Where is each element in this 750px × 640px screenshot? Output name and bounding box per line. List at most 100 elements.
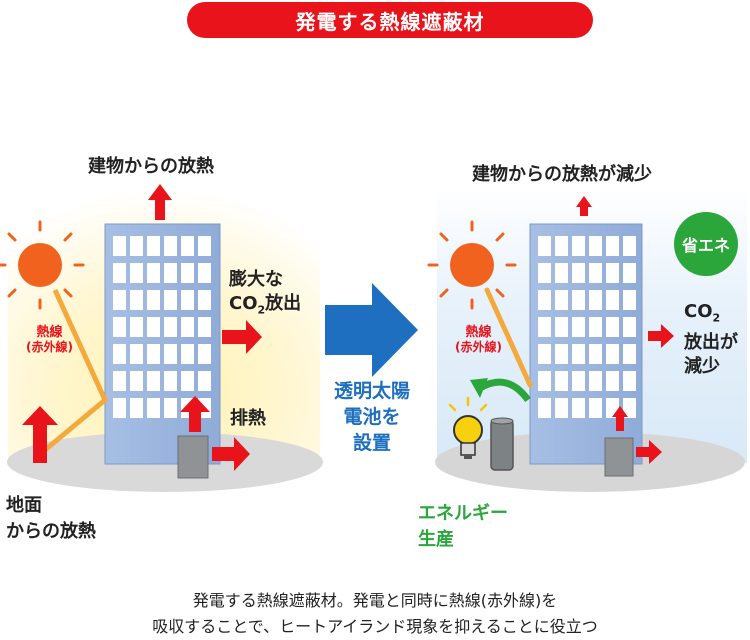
- building-window: [164, 317, 177, 337]
- page-title: 発電する熱線遮蔽材: [295, 9, 485, 34]
- building-window: [181, 236, 194, 256]
- building-window: [623, 236, 636, 256]
- building-window: [589, 398, 602, 418]
- right-arrow-co2-small: [648, 324, 674, 348]
- left-co2-label: 膨大な CO2放出: [229, 268, 301, 323]
- building-window: [555, 317, 568, 337]
- building-window: [147, 263, 160, 283]
- building-window: [623, 290, 636, 310]
- building-window: [623, 371, 636, 391]
- building-window: [147, 290, 160, 310]
- building-window: [623, 398, 636, 418]
- building-window: [555, 344, 568, 364]
- building-window: [113, 290, 126, 310]
- building-window: [538, 344, 551, 364]
- building-window: [623, 263, 636, 283]
- lightbulb-icon: [448, 396, 488, 459]
- building-window: [164, 290, 177, 310]
- building-window: [572, 263, 585, 283]
- building-window: [589, 344, 602, 364]
- building-window: [113, 371, 126, 391]
- building-window: [147, 344, 160, 364]
- building-window: [113, 344, 126, 364]
- building-window: [538, 290, 551, 310]
- building-window: [606, 290, 619, 310]
- left-exhaust-label: 排熱: [230, 408, 266, 429]
- left-panel: [0, 184, 323, 492]
- left-ground-label: 地面 からの放熱: [6, 495, 96, 542]
- building-window: [113, 317, 126, 337]
- building-window: [113, 263, 126, 283]
- building-window: [130, 398, 143, 418]
- building-window: [606, 344, 619, 364]
- building-window: [606, 371, 619, 391]
- building-window: [181, 371, 194, 391]
- building-window: [606, 263, 619, 283]
- right-sun-icon: [427, 220, 517, 310]
- building-window: [147, 317, 160, 337]
- right-building-windows: [538, 236, 636, 418]
- energy-production-label: エネルギー 生産: [418, 503, 508, 550]
- building-window: [589, 236, 602, 256]
- building-window: [113, 398, 126, 418]
- right-arrow-exhaust-small: [636, 440, 662, 464]
- building-window: [164, 236, 177, 256]
- building-window: [164, 398, 177, 418]
- building-window: [198, 290, 211, 310]
- building-window: [147, 236, 160, 256]
- middle-label: 透明太陽 電池を 設置: [333, 380, 410, 454]
- badge-label: 省エネ: [681, 236, 730, 255]
- building-window: [538, 371, 551, 391]
- building-window: [164, 263, 177, 283]
- building-window: [164, 344, 177, 364]
- building-window: [181, 317, 194, 337]
- building-window: [181, 290, 194, 310]
- building-window: [198, 371, 211, 391]
- energy-saving-badge: [674, 212, 738, 276]
- building-window: [572, 398, 585, 418]
- caption-line1: 発電する熱線遮蔽材。発電と同時に熱線(赤外線)を: [192, 591, 558, 610]
- right-building: [529, 223, 643, 465]
- up-arrow-ground: [22, 406, 58, 463]
- building-window: [572, 290, 585, 310]
- right-outdoor-unit: [604, 437, 634, 477]
- caption-line2: 吸収することで、ヒートアイランド現象を抑えることに役立つ: [152, 617, 598, 636]
- building-window: [538, 263, 551, 283]
- left-top-label: 建物からの放熱: [88, 156, 214, 177]
- caption: 発電する熱線遮蔽材。発電と同時に熱線(赤外線)を 吸収することで、ヒートアイラン…: [0, 588, 750, 640]
- building-window: [130, 371, 143, 391]
- building-window: [572, 344, 585, 364]
- right-panel: [427, 188, 747, 492]
- right-heat-ray-label: 熱線 (赤外線): [455, 325, 502, 354]
- right-top-label: 建物からの放熱が減少: [472, 164, 652, 185]
- energy-green-arrow: [470, 378, 531, 403]
- up-arrow-exhaust-small: [612, 406, 628, 431]
- building-window: [589, 371, 602, 391]
- building-window: [147, 398, 160, 418]
- building-window: [555, 236, 568, 256]
- building-window: [181, 344, 194, 364]
- left-co2-line2: CO2放出: [229, 293, 302, 317]
- battery-icon: [490, 417, 514, 471]
- building-window: [623, 317, 636, 337]
- right-red-arrows: [576, 196, 674, 464]
- left-sun-icon: [0, 220, 85, 310]
- building-window: [572, 371, 585, 391]
- building-window: [606, 236, 619, 256]
- transition-arrow: [325, 283, 418, 377]
- building-window: [589, 263, 602, 283]
- left-heat-ray-label: 熱線 (赤外線): [26, 325, 73, 354]
- left-heat-ray: [43, 288, 108, 452]
- building-window: [538, 398, 551, 418]
- building-window: [555, 290, 568, 310]
- building-window: [538, 317, 551, 337]
- left-red-arrows: [22, 184, 262, 471]
- building-window: [164, 371, 177, 391]
- building-window: [130, 317, 143, 337]
- right-co2-label: CO2 放出が 減少: [684, 301, 738, 377]
- building-window: [181, 263, 194, 283]
- building-window: [130, 290, 143, 310]
- building-window: [555, 263, 568, 283]
- left-co2-line1: 膨大な: [229, 269, 283, 290]
